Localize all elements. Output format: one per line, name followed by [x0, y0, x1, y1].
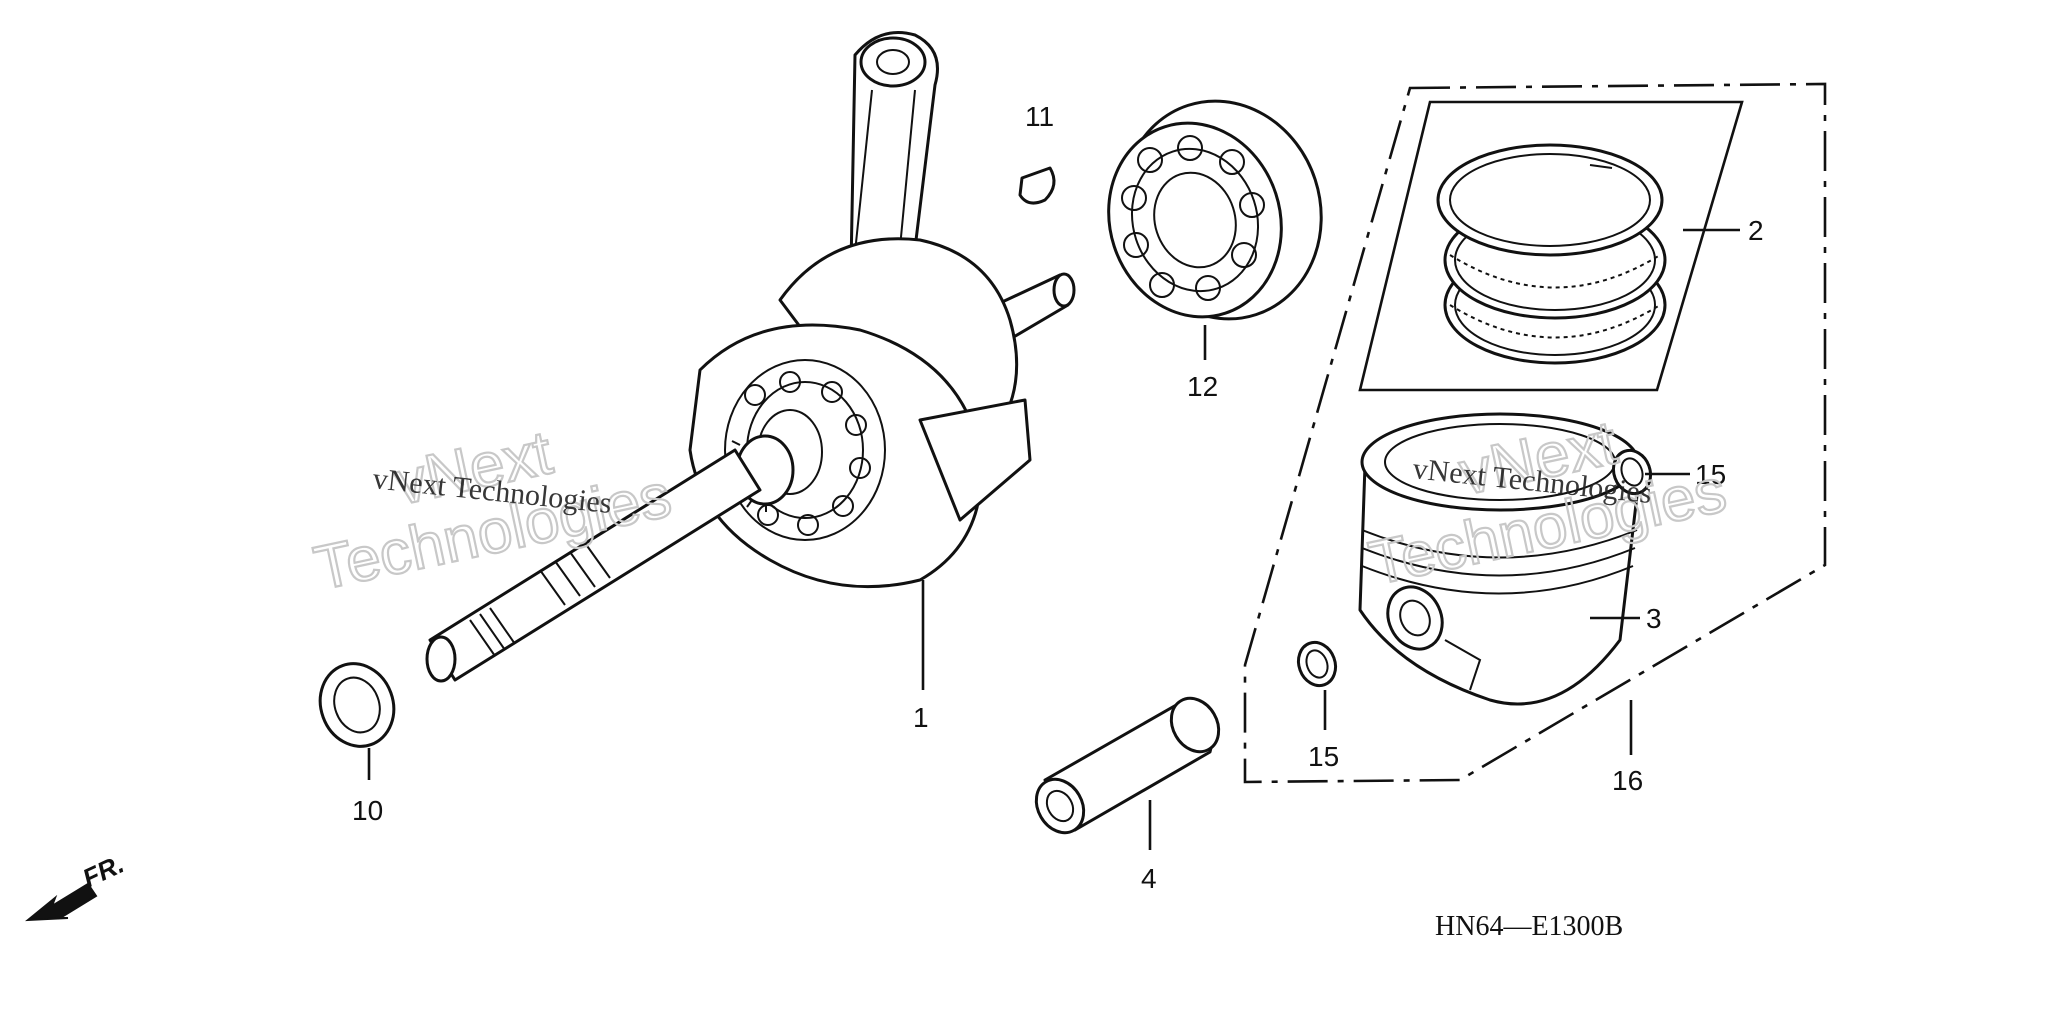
ball-bearing: [1107, 99, 1323, 321]
callout-2: 2: [1748, 215, 1764, 246]
callout-3: 3: [1646, 603, 1662, 634]
woodruff-key: [1018, 166, 1056, 205]
front-arrow-icon: FR.: [25, 849, 129, 922]
callout-4: 4: [1141, 863, 1157, 894]
callout-16: 16: [1612, 765, 1643, 796]
diagram-code: HN64—E1300B: [1435, 911, 1623, 942]
piston-pin-clip-left: [1296, 640, 1338, 688]
piston-pin: [1034, 696, 1221, 835]
piston: [1358, 412, 1642, 706]
callout-11: 11: [1025, 101, 1054, 132]
callout-12: 12: [1187, 371, 1218, 402]
callout-1: 1: [913, 702, 929, 733]
piston-ring-set: [1358, 100, 1744, 392]
crankshaft-assembly: [425, 31, 1076, 683]
callout-10: 10: [352, 795, 383, 826]
callout-15-right: 15: [1695, 459, 1726, 490]
thrust-washer: [318, 662, 396, 748]
leader-lines: [367, 228, 1740, 850]
piston-set-outline: [1243, 82, 1827, 784]
piston-pin-clip-right: [1611, 448, 1653, 496]
callout-15-left: 15: [1308, 741, 1339, 772]
